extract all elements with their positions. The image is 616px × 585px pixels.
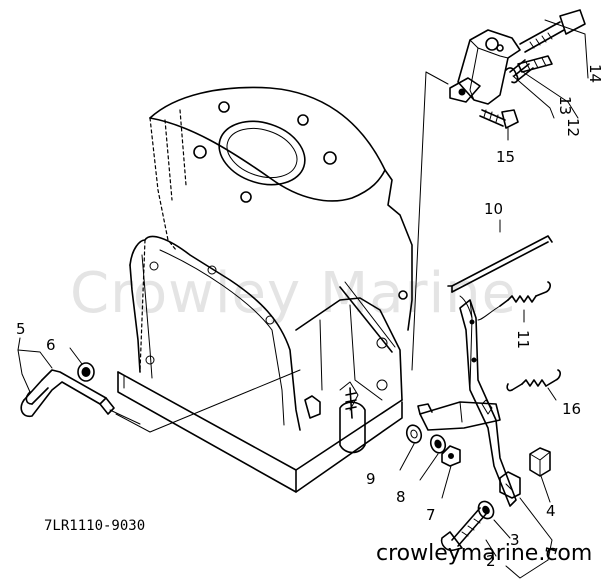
engine-crankcase-drawing [117,86,413,493]
part-label-7: 7 [426,506,436,524]
part-label-16: 16 [562,400,581,418]
website-label: crowleymarine.com [376,541,592,566]
part-label-3: 3 [510,531,520,549]
control-bracket-assembly-drawing [411,9,589,371]
part-label-11: 11 [514,330,532,349]
part-label-4: 4 [546,502,556,520]
part-label-5: 5 [16,320,26,338]
part-label-9: 9 [366,470,376,488]
governor-rod-and-springs-drawing [447,219,561,401]
part-label-12: 12 [564,118,582,137]
part-label-2: 2 [486,552,496,570]
diagram-code-label: 7LR1110-9030 [44,518,145,534]
part-label-10: 10 [484,200,503,218]
part-label-8: 8 [396,488,406,506]
part-label-14: 14 [586,64,604,83]
watermark-text: Crowley Marine [70,261,517,326]
control-rod-left-drawing [17,337,301,433]
part-label-6: 6 [46,336,56,354]
governor-lever-assembly-drawing [399,299,553,579]
part-label-15: 15 [496,148,515,166]
part-label-13: 13 [556,96,574,115]
part-number-labels: 1 2 3 4 5 6 7 8 9 10 11 12 13 14 15 16 [16,64,604,570]
